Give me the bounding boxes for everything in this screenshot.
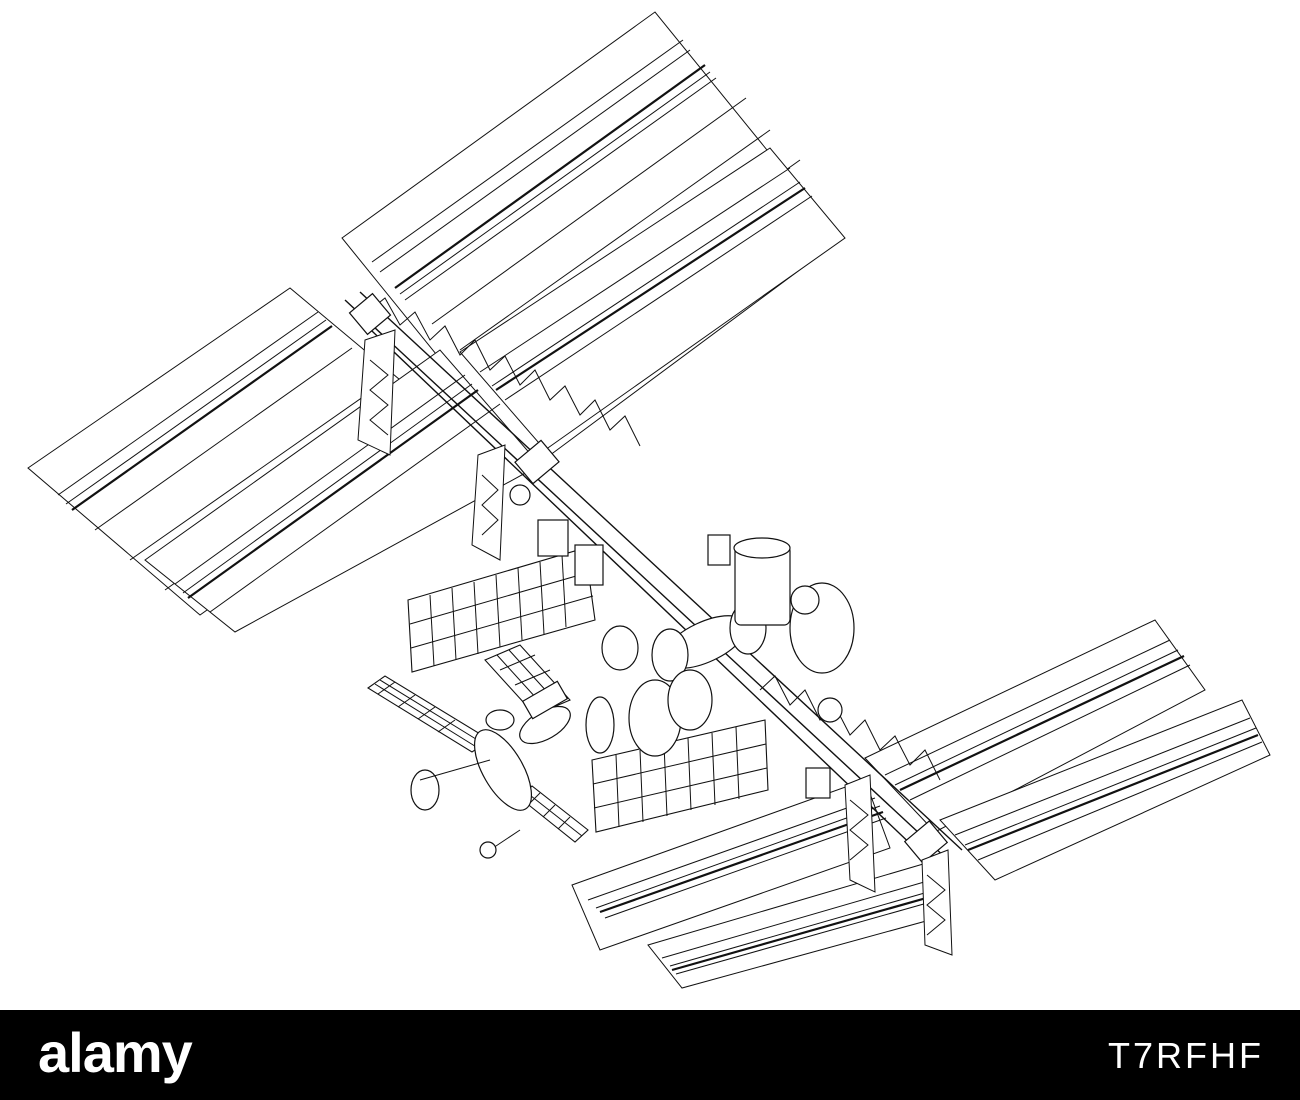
solar-array-bottom-top (571, 779, 891, 951)
radiators (357, 329, 953, 956)
main-truss (344, 291, 963, 873)
russian-modules (410, 680, 571, 859)
alamy-logo: alamy (38, 1021, 193, 1084)
solar-array-right-top (864, 619, 1206, 833)
image-id-label: T7RFHF (1108, 1035, 1264, 1076)
modules (509, 484, 855, 799)
solar-array-upper-second (459, 147, 846, 451)
space-station-illustration (27, 11, 1271, 989)
solar-array-left-second (144, 349, 541, 633)
grid-array-center (591, 719, 769, 833)
grid-array-left (407, 547, 596, 673)
russian-array-upper (367, 675, 492, 753)
watermark-footer: alamy T7RFHF (0, 1010, 1300, 1100)
solar-array-right-second (939, 699, 1271, 881)
